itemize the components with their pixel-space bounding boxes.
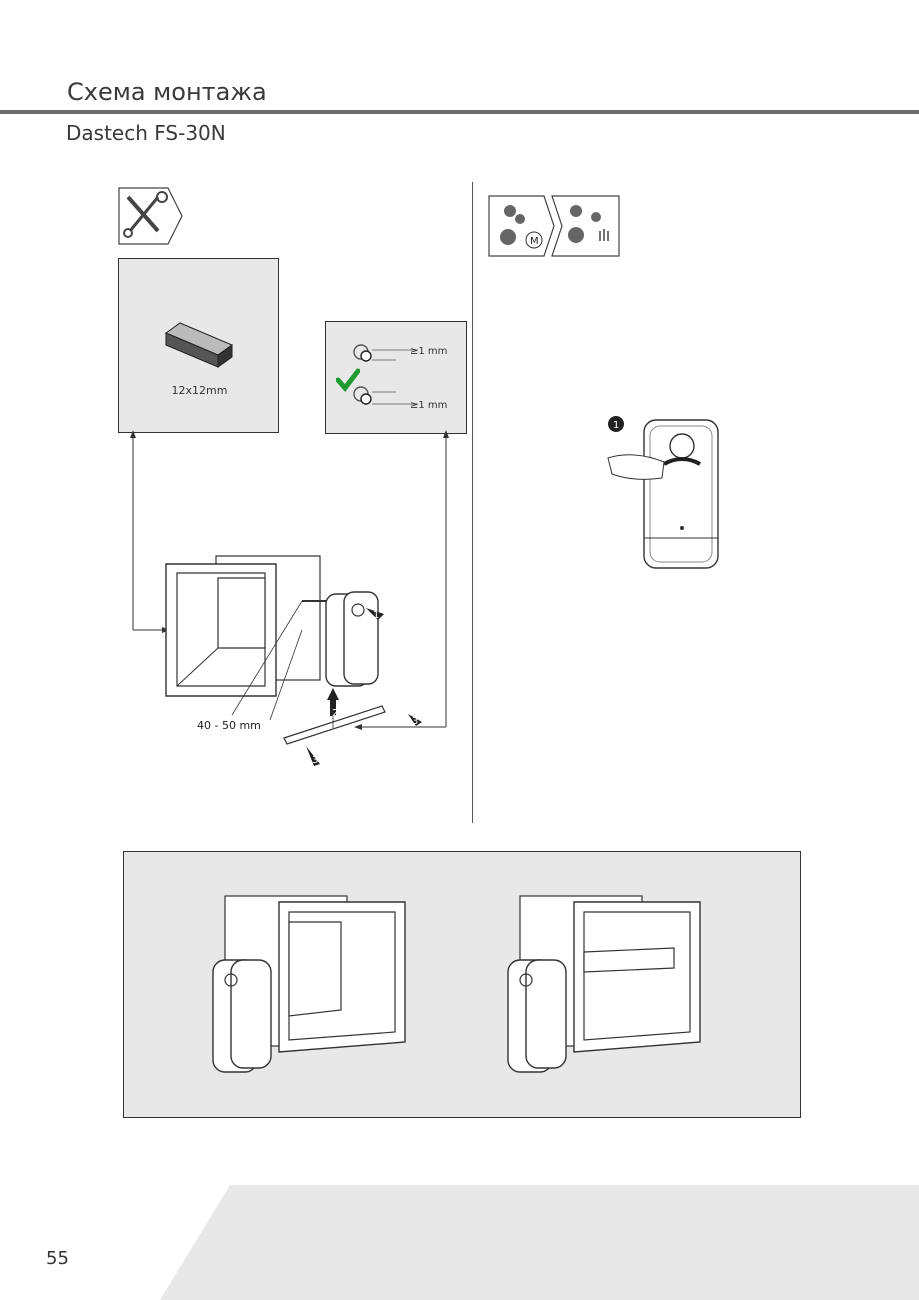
duct-variant-right: [507, 895, 701, 1073]
tools-icon: [118, 187, 183, 245]
model-name: Dastech FS-30N: [66, 121, 226, 145]
svg-text:1: 1: [373, 610, 379, 621]
square-bar-icon: [164, 322, 234, 368]
page-number: 55: [46, 1248, 69, 1269]
gap-label-bottom: ≥1 mm: [410, 400, 448, 411]
duct-variant-left: [212, 895, 406, 1073]
checkmark-icon: [336, 368, 360, 392]
mode-letter: M: [530, 236, 539, 247]
svg-text:3: 3: [312, 755, 318, 766]
gap-detail-panel: ≥1 mm ≥1 mm: [325, 321, 467, 434]
footer-band: [160, 1185, 919, 1300]
svg-text:1: 1: [613, 420, 619, 431]
gap-label-top: ≥1 mm: [410, 346, 448, 357]
square-bar-panel: 12x12mm: [118, 258, 279, 433]
distance-label: 40 - 50 mm: [197, 719, 261, 732]
section-divider: [472, 182, 473, 823]
page-title: Схема монтажа: [67, 78, 267, 106]
header-rule: [0, 110, 919, 114]
bar-size-label: 12x12mm: [171, 384, 228, 397]
svg-text:3: 3: [412, 716, 418, 727]
installation-variants-panel: [123, 851, 801, 1118]
mode-icons: M: [488, 195, 620, 257]
svg-text:2: 2: [332, 708, 338, 719]
actuator-manual-release-drawing: 1: [607, 416, 719, 569]
installation-drawing: 1 2 3 3: [130, 430, 449, 766]
shaft-gap-diagram: [353, 344, 418, 405]
hand-icon: [599, 229, 609, 241]
